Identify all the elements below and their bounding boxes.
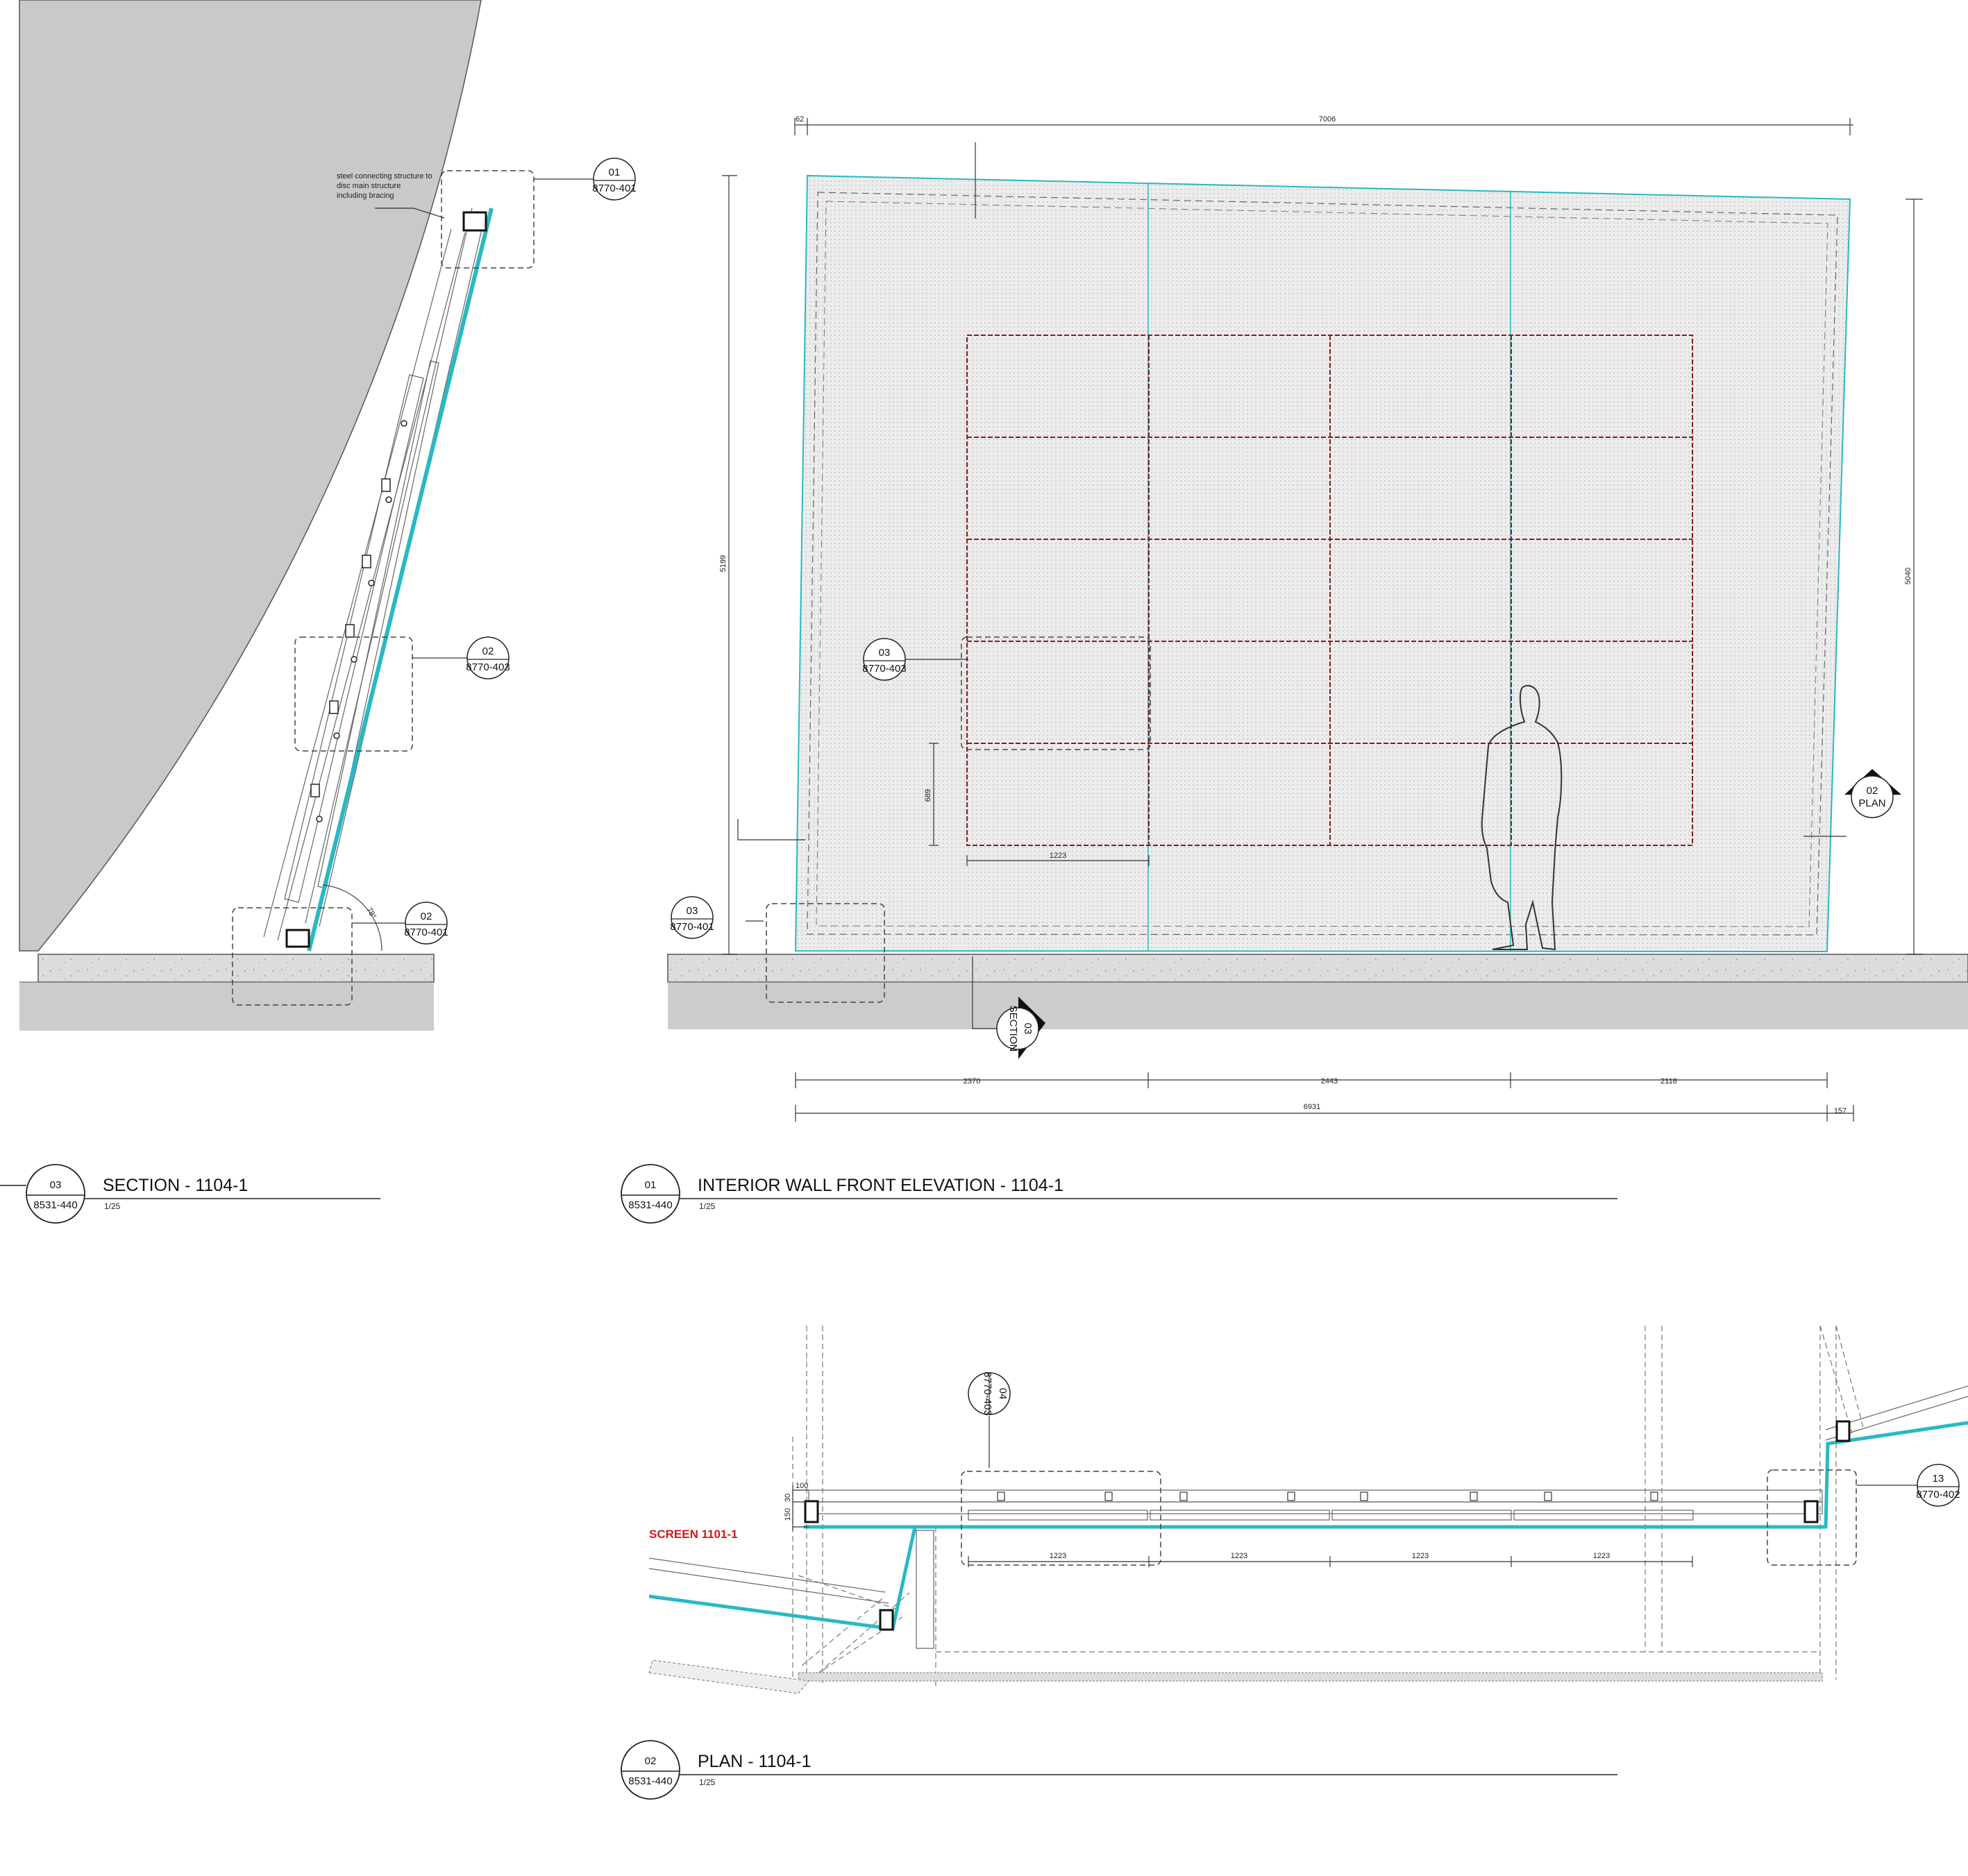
dim-bottom-total: 6931 [1304, 1103, 1320, 1111]
plan-wall-left [648, 1659, 809, 1694]
plan-dim-span-4: 1223 [1593, 1552, 1610, 1560]
title-ref: 8531-440 [628, 1199, 672, 1211]
dim-bottom-c: 2118 [1660, 1077, 1677, 1085]
section-floor-base [19, 982, 434, 1031]
dim-top-small: 62 [796, 115, 804, 124]
glass-wall-inner-frame [807, 192, 1838, 936]
section-view: 78° steel connecting structure to disc m… [0, 0, 637, 1224]
callout-ref: 8770-403 [982, 1371, 993, 1415]
plan-detail-box-04 [961, 1471, 1161, 1566]
section-fixings [310, 420, 407, 822]
plan-scale: 1/25 [699, 1777, 716, 1787]
plan-dim-span-1: 1223 [1050, 1552, 1066, 1560]
plan-dim-span-2: 1223 [1231, 1552, 1247, 1560]
callout-num: 03 [879, 647, 891, 659]
title-ref: 8531-440 [628, 1775, 672, 1787]
glass-wall-inner-frame-2 [816, 201, 1828, 927]
callout-num: 04 [997, 1388, 1009, 1400]
plan-fixings [997, 1491, 1658, 1501]
dim-cell-width: 1223 [1050, 852, 1066, 860]
disc-structure [19, 0, 482, 952]
title-ref: 8531-440 [33, 1199, 77, 1211]
plan-view: 1223 1223 1223 1223 100 150 30 SCREEN 11… [621, 1325, 1968, 1800]
callout-04-8770-403[interactable]: 04 8770-403 [968, 1371, 1011, 1416]
section-top-bracket [462, 211, 487, 232]
section-floor-slab [37, 954, 435, 983]
panel-grid [966, 335, 1693, 846]
callout-13-8770-402[interactable]: 13 8770-402 [1916, 1464, 1960, 1507]
title-num: 03 [50, 1179, 62, 1191]
plan-floor-edge [798, 1672, 1823, 1682]
section-note-line-1: steel connecting structure to [337, 172, 432, 180]
callout-ref: 8770-401 [670, 921, 714, 933]
callout-02-8770-401[interactable]: 02 8770-401 [404, 902, 448, 945]
plan-marker-02[interactable]: 02 PLAN [1844, 769, 1901, 818]
callout-03-8770-401[interactable]: 03 8770-401 [670, 896, 714, 939]
section-note-line-3: including bracing [337, 192, 394, 200]
plan-brackets [804, 1420, 1851, 1631]
elevation-title-block[interactable]: 01 8531-440 INTERIOR WALL FRONT ELEVATIO… [621, 1164, 1617, 1224]
plan-dim-span-3: 1223 [1412, 1552, 1429, 1560]
dim-bottom-a: 2370 [964, 1077, 980, 1085]
title-num: 01 [645, 1179, 657, 1191]
plan-marker-label: PLAN [1858, 797, 1885, 809]
glass-wall-panel [794, 174, 1851, 953]
plan-wall-block [916, 1530, 934, 1649]
plan-title-block[interactable]: 02 8531-440 PLAN - 1104-1 1/25 [621, 1740, 1617, 1800]
callout-02-8770-403[interactable]: 02 8770-403 [466, 636, 510, 679]
dim-left-height: 5199 [719, 555, 728, 572]
plan-dim-100: 100 [796, 1482, 808, 1490]
dim-top: 7006 [1319, 115, 1336, 124]
section-scale: 1/25 [104, 1201, 121, 1211]
dim-bottom-extra: 157 [1834, 1107, 1847, 1115]
title-num: 02 [645, 1755, 657, 1767]
plan-marker-num: 02 [1867, 785, 1878, 797]
callout-01-8770-401[interactable]: 01 8770-401 [592, 158, 637, 201]
plan-dim-150: 150 [784, 1508, 792, 1521]
section-note-line-2: disc main structure [337, 182, 401, 190]
dim-cell-height: 689 [924, 789, 932, 802]
elevation-floor-base [668, 982, 1968, 1029]
elevation-detail-box-03-401 [766, 903, 885, 1003]
elevation-floor-slab [667, 954, 1968, 983]
plan-detail-box-13 [1767, 1469, 1857, 1566]
elevation-title: INTERIOR WALL FRONT ELEVATION - 1104-1 [698, 1176, 1063, 1195]
section-title: SECTION - 1104-1 [103, 1176, 248, 1195]
plan-glass-screen [648, 1526, 917, 1631]
callout-ref: 8770-403 [862, 663, 906, 675]
section-title-block[interactable]: 03 8531-440 SECTION - 1104-1 1/25 [0, 1164, 380, 1224]
elevation-scale: 1/25 [699, 1201, 716, 1211]
plan-glass-line [804, 1421, 1968, 1529]
callout-num: 13 [1933, 1473, 1944, 1485]
human-scale-figure [1481, 684, 1563, 951]
section-glass-panel [307, 208, 494, 952]
section-bottom-bracket [285, 929, 310, 948]
section-marker-num: 03 [1022, 1023, 1034, 1035]
section-marker-03[interactable]: 03 SECTION [996, 997, 1045, 1059]
section-marker-label: SECTION [1007, 1006, 1019, 1052]
callout-ref: 8770-402 [1916, 1489, 1960, 1501]
elevation-view: 62 7006 5199 5040 689 1223 2370 2443 211… [621, 115, 1968, 1224]
section-detail-box-02-403 [294, 636, 413, 752]
callout-num: 02 [421, 911, 432, 922]
dim-bottom-b: 2443 [1321, 1077, 1338, 1085]
dim-right-height: 5040 [1904, 568, 1912, 584]
callout-ref: 8770-403 [466, 661, 510, 673]
callout-ref: 8770-401 [404, 927, 448, 938]
elevation-detail-box-03-403 [961, 636, 1151, 750]
plan-title: PLAN - 1104-1 [698, 1752, 811, 1771]
plan-frame-rails [648, 1385, 1968, 1604]
callout-num: 01 [609, 167, 621, 178]
callout-03-8770-403[interactable]: 03 8770-403 [862, 638, 907, 681]
callout-num: 02 [482, 645, 494, 657]
section-detail-box-01 [441, 170, 535, 269]
screen-label: SCREEN 1101-1 [649, 1528, 738, 1541]
callout-num: 03 [687, 905, 698, 917]
plan-dim-30: 30 [784, 1494, 792, 1502]
callout-ref: 8770-401 [592, 183, 636, 194]
section-detail-box-02-401 [232, 907, 353, 1006]
